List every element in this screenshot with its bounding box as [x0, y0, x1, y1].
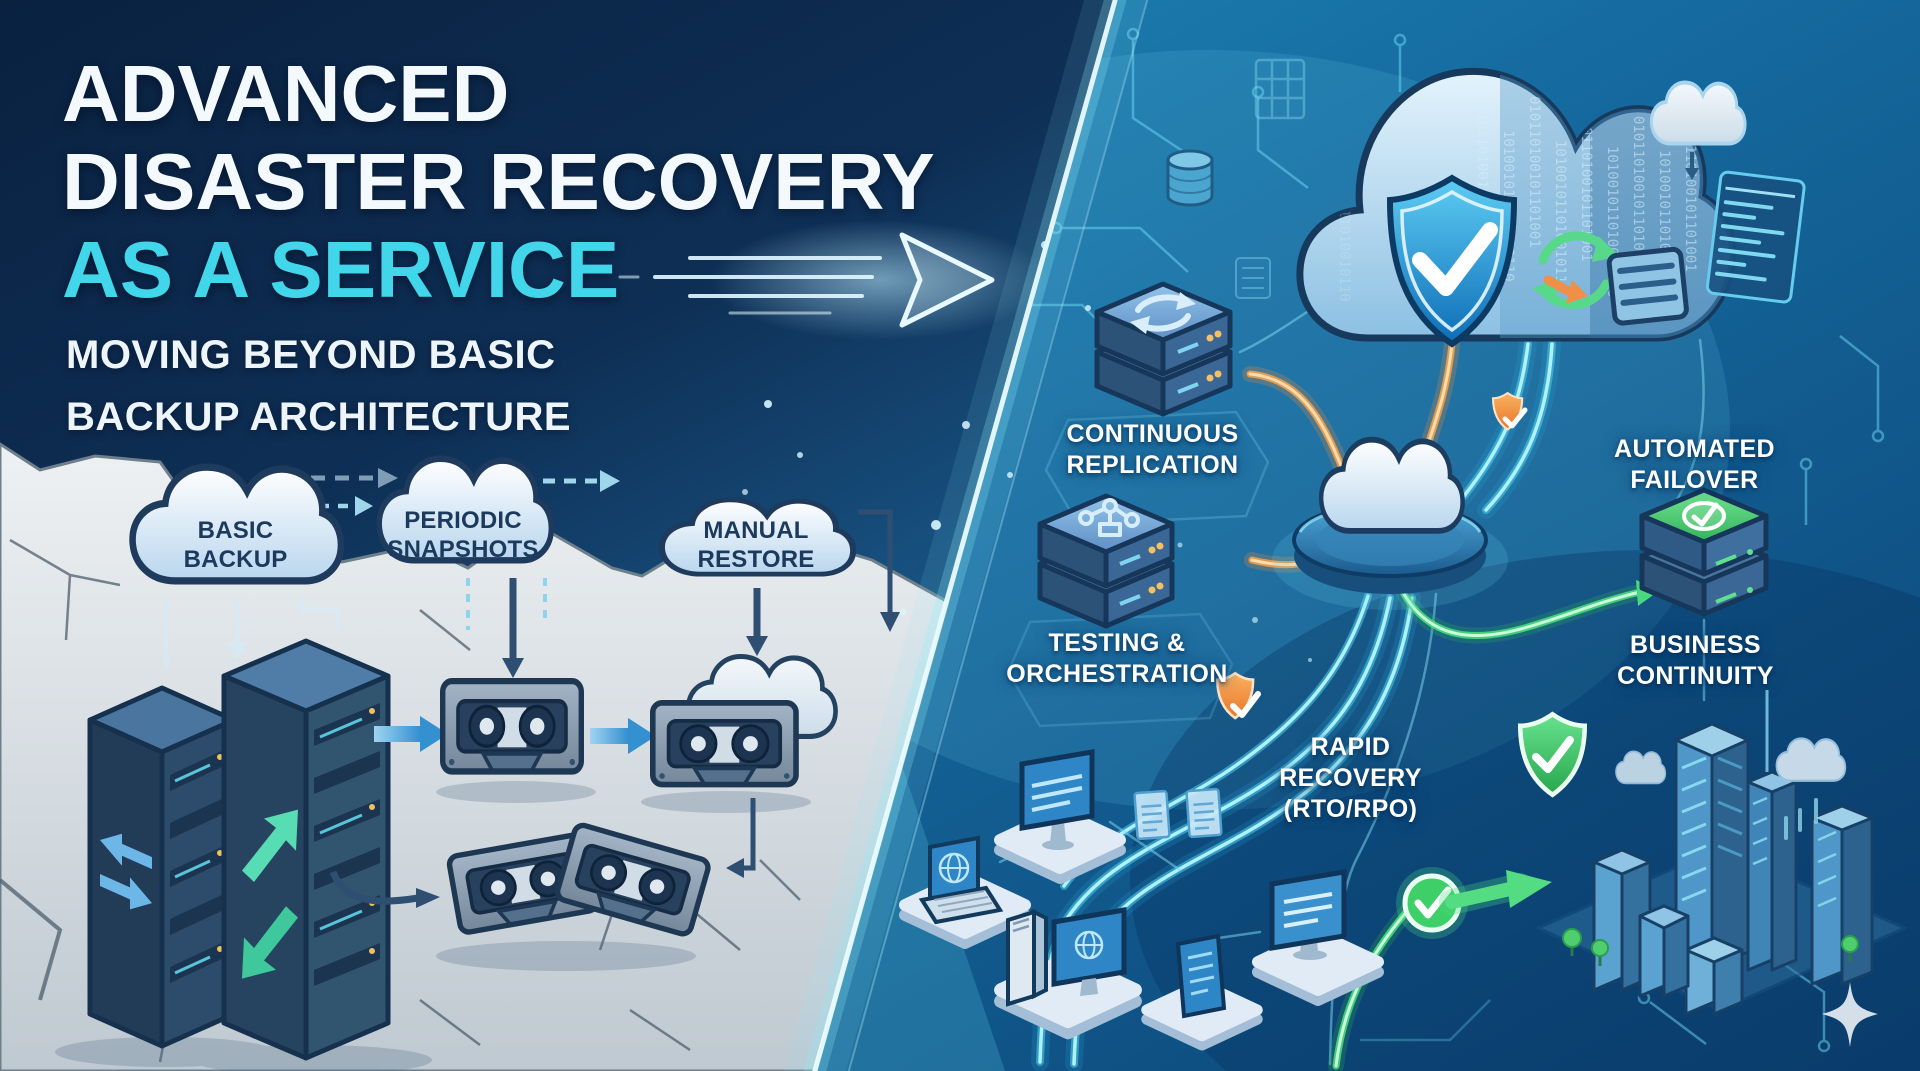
building-icon — [1638, 904, 1690, 998]
document-icon — [1185, 787, 1223, 839]
legacy-backup-flow — [55, 459, 900, 1071]
shadows — [55, 781, 811, 1071]
tape-cassette-icon — [650, 700, 799, 788]
building-icon — [1746, 690, 1798, 972]
city-icon — [1536, 690, 1907, 1016]
sparkle-icon — [1822, 982, 1878, 1047]
desktop-computer-icon — [1006, 907, 1127, 1007]
workstation-monitor-doc — [1258, 869, 1378, 1000]
fast-forward-arrow — [618, 220, 1050, 340]
workstation-laptop — [905, 835, 1025, 943]
sync-arrows-icon — [1532, 231, 1620, 310]
monitor-icon — [1269, 869, 1347, 960]
database-icon — [1166, 149, 1214, 207]
tape-cassette-icon — [440, 678, 585, 775]
continuous-replication-stack-icon — [1094, 281, 1233, 417]
code-grid-glyphs — [1235, 58, 1306, 299]
svg-text:010110100101101001: 010110100101101001 — [1526, 96, 1542, 248]
rain-dashes — [1784, 798, 1818, 840]
building-icon — [1810, 804, 1874, 986]
svg-text:101001011010010110: 101001011010010110 — [1552, 140, 1568, 292]
cloud-connectors — [163, 509, 900, 678]
tape-cassette-icon — [554, 822, 711, 937]
left-navy-panel — [0, 0, 1118, 602]
building-icon — [1684, 936, 1744, 1016]
workstation-tablet — [1147, 933, 1257, 1045]
laptop-icon — [918, 835, 1004, 925]
arrow-right-icon — [1439, 870, 1552, 915]
shield-check-icon — [1386, 174, 1518, 348]
workstation-desktop — [1001, 907, 1135, 1033]
code-window-icon — [1705, 170, 1806, 304]
transfer-arrows-icon — [100, 833, 152, 910]
shield-alert-icon — [1492, 392, 1528, 431]
cloud-hub-icon — [1272, 440, 1508, 610]
failover-stack-icon — [1639, 487, 1769, 617]
server-rack-icon — [87, 685, 237, 1049]
monitor-icon — [1019, 749, 1095, 850]
document-icon — [1133, 789, 1171, 841]
check-circle-icon — [1396, 867, 1468, 939]
tablet-icon — [1175, 933, 1227, 1019]
arrow-right-icon — [374, 716, 656, 754]
tree-icon — [1562, 928, 1859, 966]
shield-alert-icon — [1216, 672, 1261, 720]
arrow-elbow-icon — [329, 798, 756, 908]
sync-arrows-icon — [242, 809, 298, 979]
grid-panel-icon — [1254, 58, 1306, 120]
server-panel-icon — [1606, 246, 1689, 326]
building-icon — [1674, 722, 1750, 970]
testing-orchestration-stack-icon — [1037, 493, 1175, 629]
keypad-icon — [1235, 257, 1271, 299]
server-rack-icon — [221, 638, 391, 1061]
svg-text:010110100101101001: 010110100101101001 — [1630, 116, 1646, 268]
svg-text:010110100101101001: 010110100101101001 — [1578, 110, 1594, 262]
arrow-down-icon — [1685, 152, 1699, 180]
dashed-arrow-right-icon — [287, 468, 620, 516]
shield-ok-icon — [1520, 714, 1584, 795]
workstation-monitor — [1000, 749, 1120, 878]
